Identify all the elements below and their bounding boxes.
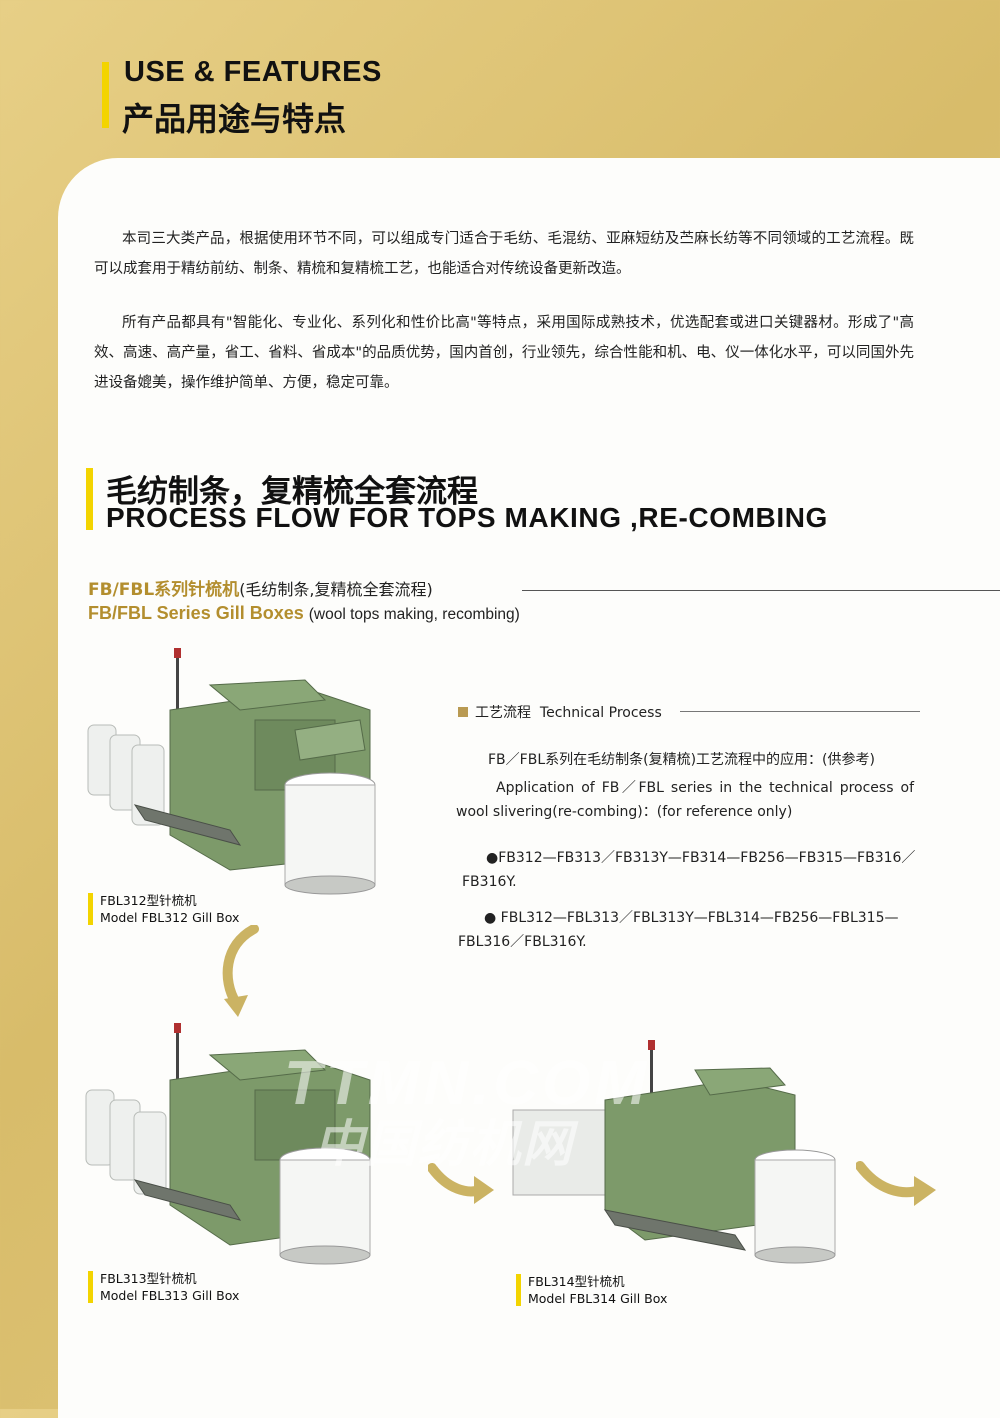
section-title-en: USE & FEATURES	[124, 56, 382, 88]
flow-down-arrow-icon	[222, 925, 259, 1017]
technical-line-en: Application of FB／FBL series in the tech…	[456, 780, 914, 820]
process-title-cn: 毛纺制条，复精梳全套流程	[106, 474, 478, 510]
watermark: TTMN.COM 中国纺机网	[284, 1049, 651, 1173]
technical-process-heading: 工艺流程 Technical Process	[458, 702, 662, 722]
fbl314-caption: FBL314型针梳机 Model FBL314 Gill Box	[516, 1273, 667, 1307]
caption-accent-bar	[88, 893, 93, 925]
flow-fbl: ● FBL312—FBL313／FBL313Y—FBL314—FB256—FBL…	[458, 910, 899, 950]
fbl312-machine-image	[87, 648, 376, 895]
series-name-cn: FB/FBL系列针梳机	[88, 580, 240, 600]
fbl313-caption-cn: FBL313型针梳机	[100, 1271, 197, 1286]
fbl312-caption: FBL312型针梳机 Model FBL312 Gill Box	[88, 892, 239, 926]
fbl313-machine-image	[85, 1023, 371, 1265]
intro-paragraph-2: 所有产品都具有"智能化、专业化、系列化和性价比高"等特点，采用国际成熟技术，优选…	[94, 315, 914, 391]
square-bullet-icon	[458, 707, 468, 717]
series-note-cn: (毛纺制条,复精梳全套流程)	[239, 580, 433, 599]
fbl314-machine-image	[512, 1040, 836, 1264]
caption-accent-bar	[88, 1271, 93, 1303]
watermark-name: 中国纺机网	[314, 1116, 574, 1172]
technical-heading-en: Technical Process	[539, 705, 662, 721]
technical-divider	[680, 711, 920, 712]
process-title-en: PROCESS FLOW FOR TOPS MAKING ,RE-COMBING	[106, 502, 828, 533]
flow-fb: ●FB312—FB313／FB313Y—FB314—FB256—FB315—FB…	[462, 850, 916, 890]
fbl314-caption-en: Model FBL314 Gill Box	[528, 1291, 668, 1306]
fbl312-caption-en: Model FBL312 Gill Box	[100, 910, 240, 925]
watermark-domain: TTMN.COM	[284, 1049, 651, 1118]
fbl313-caption: FBL313型针梳机 Model FBL313 Gill Box	[88, 1270, 239, 1304]
technical-heading-cn: 工艺流程	[475, 705, 531, 721]
series-title-cn: FB/FBL系列针梳机(毛纺制条,复精梳全套流程)	[88, 575, 433, 600]
flow-next-arrow-icon	[856, 1161, 936, 1206]
series-name-en: FB/FBL Series Gill Boxes	[88, 603, 304, 623]
process-accent-bar	[86, 468, 93, 530]
series-note-en: (wool tops making, recombing)	[308, 606, 520, 623]
fbl312-caption-cn: FBL312型针梳机	[100, 893, 197, 908]
flow-right-arrow-icon	[428, 1163, 494, 1204]
intro-paragraph-1: 本司三大类产品，根据使用环节不同，可以组成专门适合于毛纺、毛混纺、亚麻短纺及苎麻…	[94, 231, 914, 277]
fbl313-caption-en: Model FBL313 Gill Box	[100, 1288, 240, 1303]
fbl314-caption-cn: FBL314型针梳机	[528, 1274, 625, 1289]
series-title-en: FB/FBL Series Gill Boxes (wool tops maki…	[88, 603, 520, 624]
caption-accent-bar	[516, 1274, 521, 1306]
series-divider	[522, 590, 1000, 591]
header-accent-bar	[102, 62, 109, 128]
section-title-cn: 产品用途与特点	[122, 100, 347, 138]
technical-line-cn: FB／FBL系列在毛纺制条(复精梳)工艺流程中的应用：(供参考)	[488, 752, 875, 768]
